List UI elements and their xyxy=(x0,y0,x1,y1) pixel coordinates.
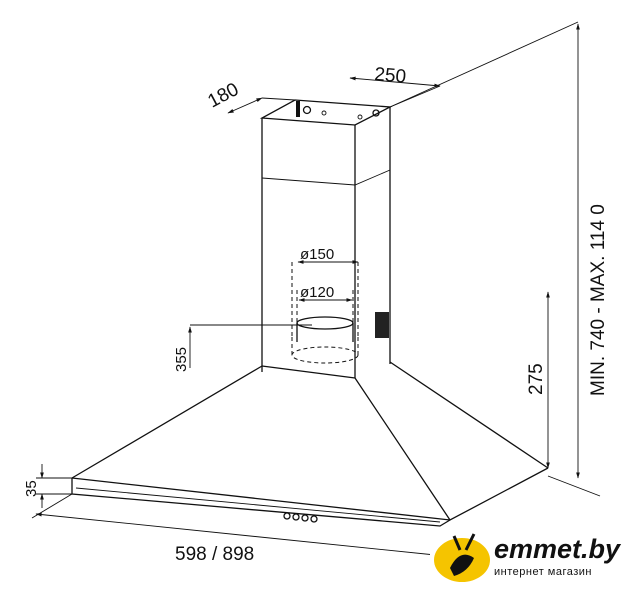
dim-outlet-height: 355 xyxy=(173,347,190,372)
dim-front-strip: 35 xyxy=(23,480,40,497)
dim-chimney-depth: 180 xyxy=(204,79,242,112)
brand-name: emmet.by xyxy=(494,534,621,564)
dim-hood-height: 275 xyxy=(526,363,547,395)
bee-icon xyxy=(434,533,490,582)
dimension-lines xyxy=(31,21,601,558)
hood-canopy xyxy=(71,361,549,527)
watermark-logo: emmet.by интернет магазин xyxy=(430,528,624,590)
chimney xyxy=(259,99,393,378)
dim-outlet-inner: ø120 xyxy=(300,284,334,301)
dim-width: 598 / 898 xyxy=(175,544,254,565)
vent-grille xyxy=(375,312,389,338)
brand-tagline: интернет магазин xyxy=(494,566,592,578)
dim-outlet-outer: ø150 xyxy=(300,246,334,263)
dim-chimney-width: 250 xyxy=(374,64,407,88)
dim-total-height: MIN. 740 - MAX. 114 0 xyxy=(588,204,609,396)
outlet-collar xyxy=(291,262,359,364)
